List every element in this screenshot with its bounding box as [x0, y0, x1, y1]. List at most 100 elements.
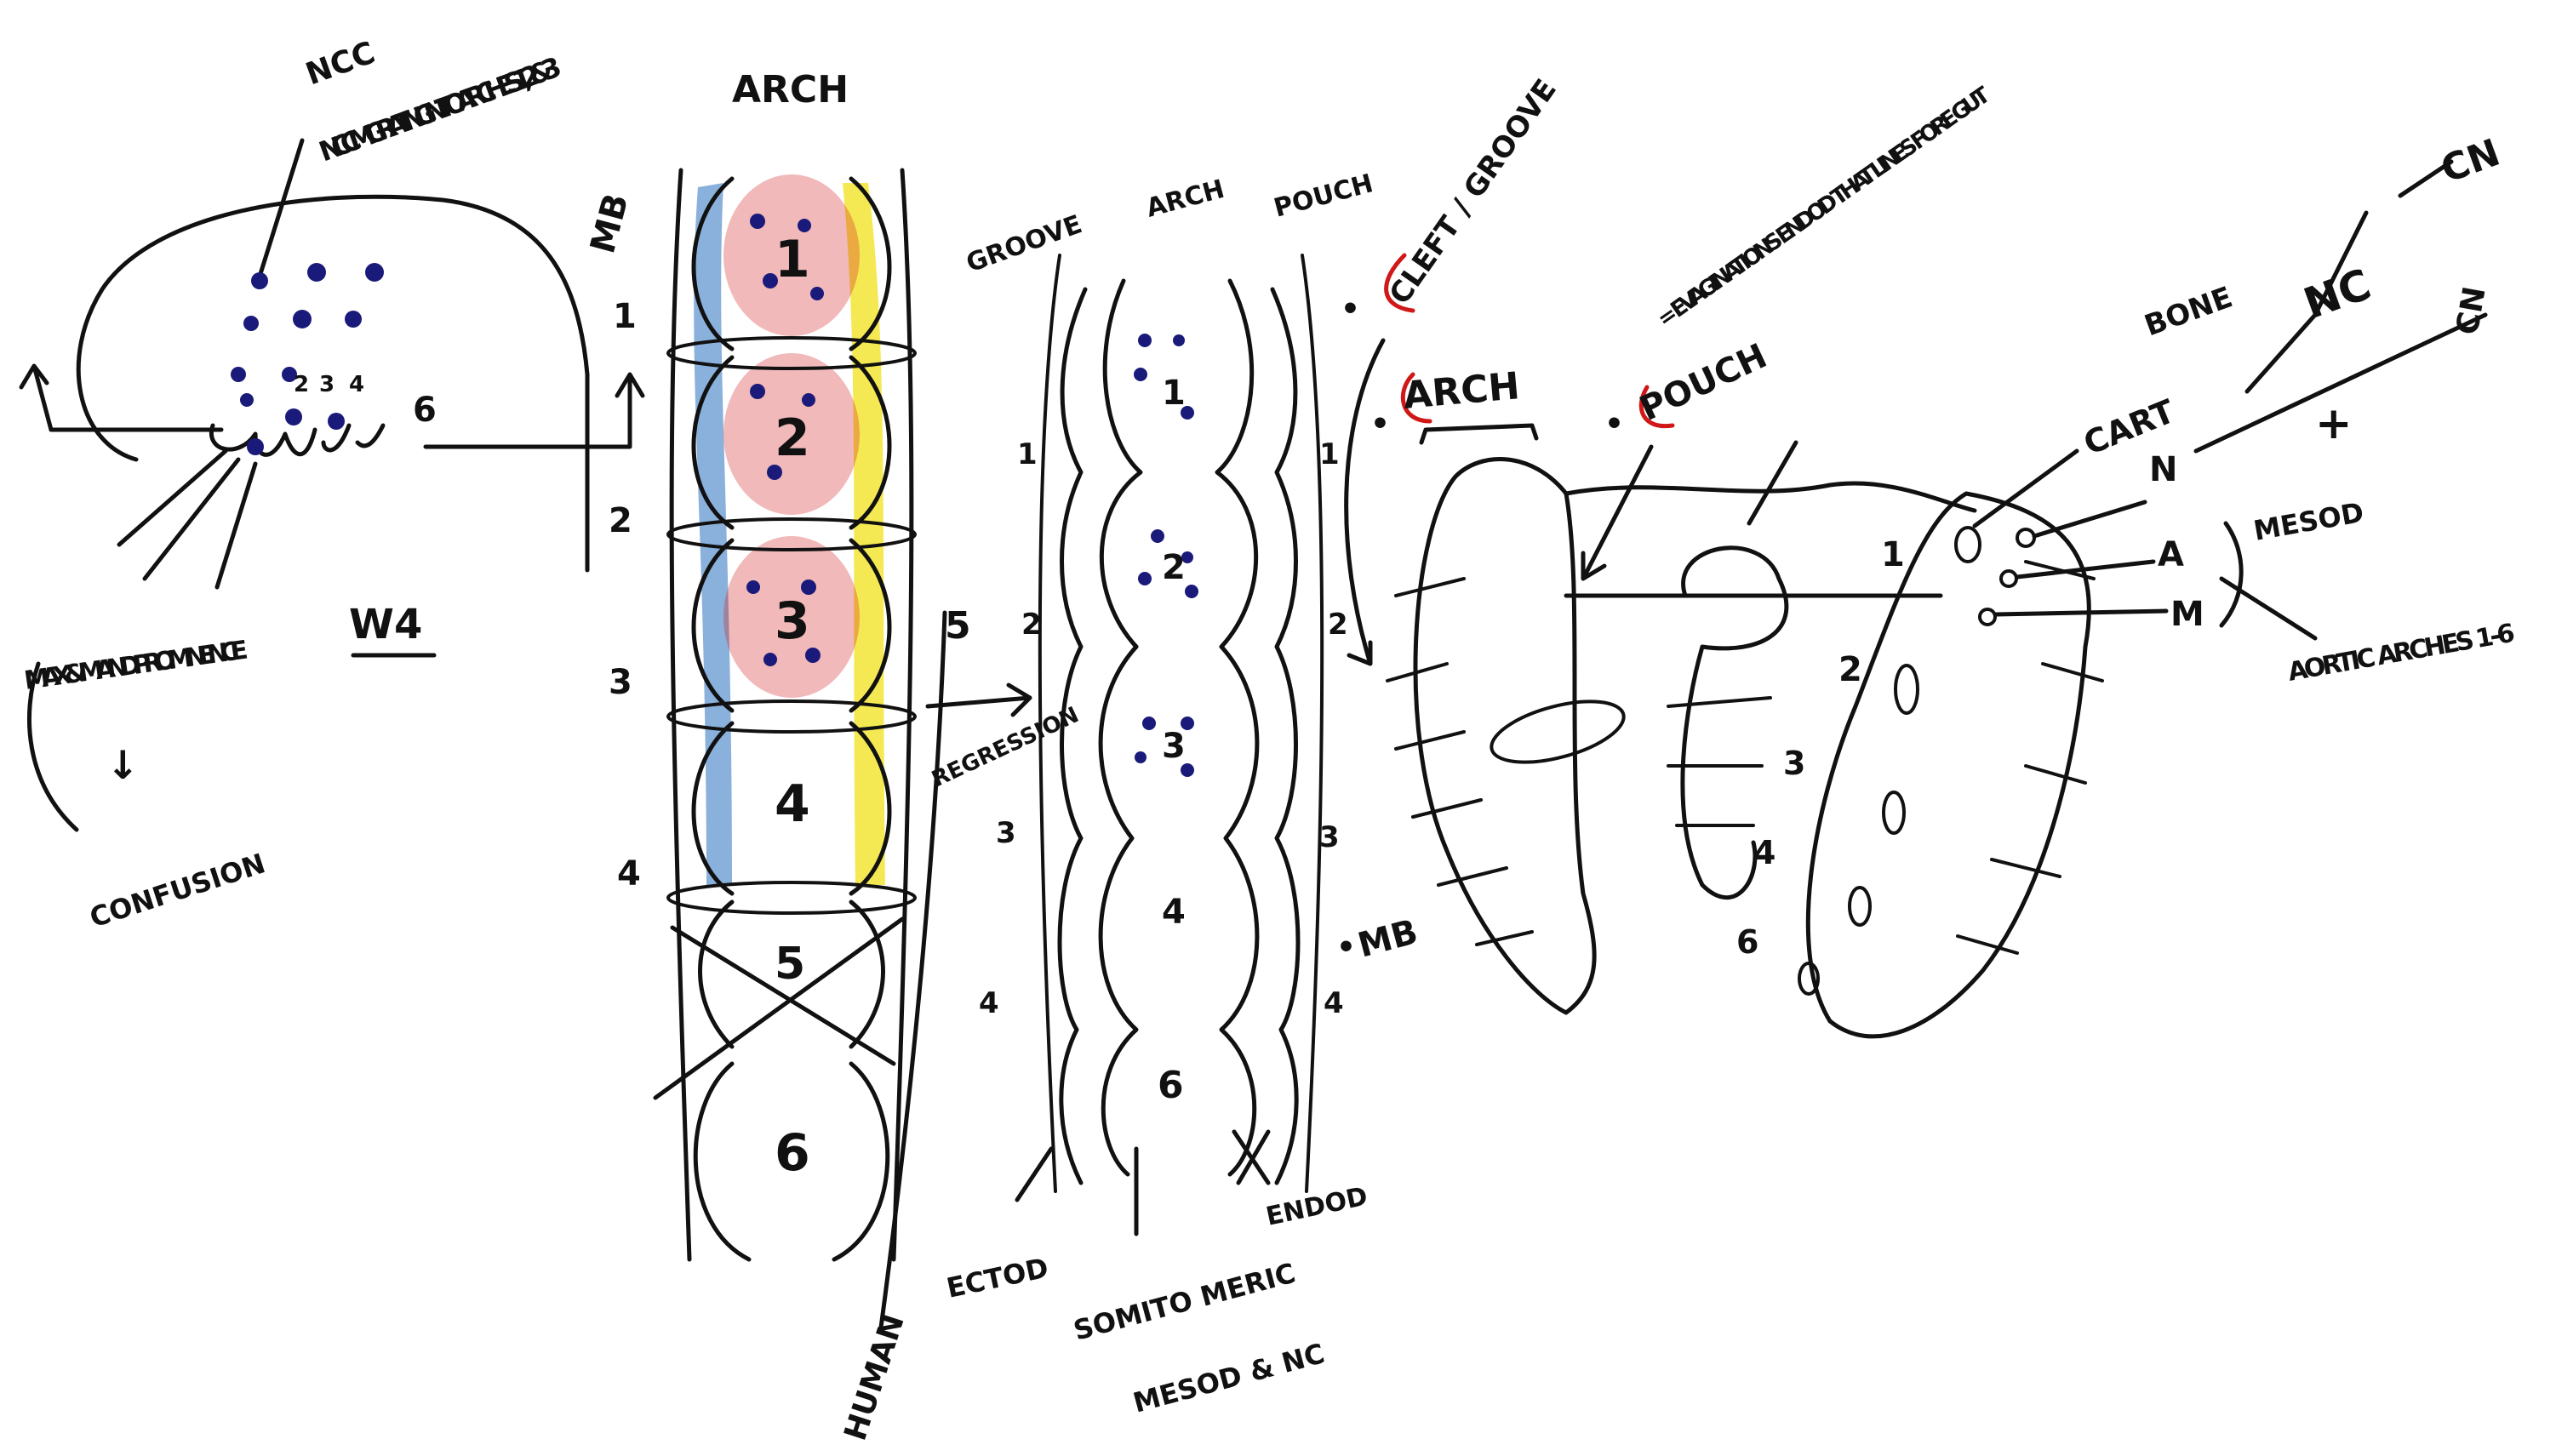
plus-sign: + [2315, 398, 2353, 449]
legend-pouch: POUCH [1634, 336, 1773, 429]
ncc-pointer-line [260, 140, 302, 277]
muscle-pointer [1996, 611, 2166, 614]
model-number: 3 [1783, 745, 1805, 782]
section-arch-number: 3 [1162, 727, 1186, 766]
column-arch-number: 2 [775, 408, 810, 468]
nerve-letter: N [2149, 450, 2177, 489]
model-number: 2 [1838, 650, 1862, 689]
aortic-pointer [2221, 579, 2315, 638]
header-pouch: POUCH [1271, 168, 1376, 224]
ncc-dot [746, 580, 760, 594]
column-arch-number: 5 [775, 939, 805, 990]
pharyngeal-arch-bumps [211, 425, 383, 454]
max-mand-note: MAX & MAND PROMINENCE [22, 635, 249, 696]
model-muscle-hole [1980, 609, 1995, 625]
pharyngeal-model: 1 2 3 4 6 CART BONE NC CN CN N A M + MES… [1387, 131, 2517, 1036]
section-arch-number: 2 [1162, 548, 1186, 587]
regression-label: REGRESSION [928, 702, 1083, 792]
ncc-dot [231, 367, 246, 382]
ectoderm-label: ECTOD [944, 1252, 1051, 1305]
pouch-number: 4 [1324, 986, 1344, 1020]
pouch-number: 3 [1319, 820, 1340, 854]
ncc-dot [750, 384, 765, 399]
ncc-dot [1151, 529, 1164, 543]
ncc-dot [1142, 717, 1156, 730]
ncc-dot [1138, 572, 1152, 585]
legend-bullet: • [1370, 407, 1390, 442]
embryo-arch-number: 2 [294, 372, 309, 397]
ncc-note-line1: NCC [301, 36, 380, 93]
ncc-dot [1135, 751, 1146, 763]
section-arch-number: 4 [1162, 893, 1186, 932]
section-arch-number: 1 [1162, 374, 1186, 413]
ncc-dot [365, 263, 384, 282]
cn-label: CN [2435, 131, 2505, 192]
ncc-dot [802, 393, 815, 407]
legend-bullet: • [1341, 292, 1360, 327]
fusion-note: CONFUSION [86, 847, 270, 934]
column-left-number: 2 [609, 501, 632, 540]
ncc-dot [307, 263, 326, 282]
pouch-pointer [1583, 447, 1651, 579]
groove-number: 3 [996, 816, 1016, 850]
ectoderm-pointer [1017, 1149, 1051, 1200]
ncc-dot [750, 214, 765, 229]
legend-mb: MB [1354, 912, 1422, 966]
legend-arch: ARCH [1402, 364, 1522, 418]
legend-cleft: CLEFT / GROOVE [1383, 73, 1564, 311]
column-arch-number: 3 [775, 591, 810, 651]
column-left-number: 3 [609, 663, 632, 702]
ncc-dot [1134, 368, 1147, 381]
ncc-dot [345, 311, 362, 328]
column-title: ARCH [732, 68, 849, 111]
model-hole [1884, 792, 1904, 833]
aortic-label: AORTIC ARCHES 1-6 [2285, 619, 2517, 688]
neural-crest-dots [231, 263, 384, 455]
ncc-dot [285, 408, 302, 425]
cart-pointer [1975, 451, 2077, 526]
groove-number: 4 [979, 986, 999, 1020]
ncc-dot [243, 316, 259, 331]
section-arch-number: 6 [1158, 1064, 1184, 1107]
muscle-letter: M [2170, 595, 2204, 634]
inner-wall-right [1217, 281, 1257, 1174]
mb-side-label: MB [583, 190, 637, 258]
outer-wall-right [1272, 289, 1298, 1183]
pouch-number: 1 [1319, 437, 1340, 471]
prominence-pointer-lines [119, 451, 255, 587]
ncc-dot [1185, 585, 1198, 598]
column-arch-number: 1 [775, 230, 810, 289]
groove-number: 1 [1017, 437, 1038, 471]
mesod-bracket [2221, 523, 2241, 625]
model-nerve-hole [2017, 529, 2034, 546]
model-artery-hole [2001, 571, 2016, 586]
regression-number: 5 [945, 604, 971, 648]
ncc-dot [1138, 334, 1152, 347]
ncc-dot [1173, 334, 1185, 346]
ncc-dot [810, 287, 824, 300]
ncc-dot [251, 272, 268, 289]
legend-bullet: • [1604, 407, 1624, 442]
ncc-dot [240, 393, 254, 407]
column-arch-number: 6 [775, 1123, 810, 1183]
cleft-pointer [1347, 340, 1383, 664]
ncc-dot [763, 653, 777, 666]
artery-letter: A [2158, 535, 2184, 574]
column-left-number: 4 [617, 854, 641, 894]
floor-pointer [1749, 443, 1796, 523]
embryo-arrow-left [21, 366, 51, 430]
column-arch-number: 4 [775, 774, 810, 834]
ncc-dot [247, 438, 264, 455]
mesod-nc-label: MESOD & NC [1129, 1337, 1328, 1419]
column-left-number: 1 [613, 297, 637, 336]
bone-label: BONE [2140, 280, 2237, 343]
endoderm-label: ENDOD [1263, 1181, 1370, 1231]
arch-bracket [1421, 425, 1536, 443]
outer-wall-left [1060, 289, 1085, 1183]
mesod-label: MESOD [2251, 496, 2366, 547]
model-ring [1485, 689, 1630, 774]
legend-bullet: • [1336, 930, 1356, 965]
embryo-arch-number: 6 [413, 391, 437, 430]
nerve-pointer [2034, 502, 2145, 536]
